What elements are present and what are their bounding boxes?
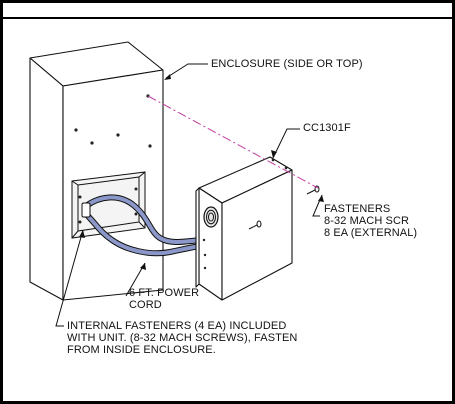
fasteners-label: FASTENERS 8-32 MACH SCR 8 EA (EXTERNAL)	[324, 203, 417, 239]
fasteners-label-line-2: 8-32 MACH SCR	[324, 215, 410, 227]
unit-knockout	[203, 206, 219, 228]
leader-arrowheads	[79, 74, 324, 270]
power-cord-label-line-2: CORD	[129, 299, 162, 311]
enclosure-label: ENCLOSURE (SIDE OR TOP)	[211, 58, 363, 70]
unit-flange-holes	[202, 158, 288, 270]
power-cord-label-line-1: 6 FT. POWER	[129, 287, 200, 299]
internal-fasteners-label-line-2: WITH UNIT. (8-32 MACH SCREWS), FASTEN	[67, 332, 298, 344]
power-cord-label: 6 FT. POWER CORD	[129, 287, 199, 311]
internal-fasteners-label-line-1: INTERNAL FASTENERS (4 EA) INCLUDED	[67, 320, 287, 332]
fasteners-label-line-3: 8 EA (EXTERNAL)	[324, 227, 418, 239]
alignment-centerline	[147, 95, 319, 189]
part-number-label: CC1301F	[303, 122, 351, 134]
internal-fasteners-label-line-3: FROM INSIDE ENCLOSURE.	[67, 344, 216, 356]
enclosure-wall	[29, 41, 164, 301]
power-cord	[83, 194, 203, 257]
internal-fasteners-label: INTERNAL FASTENERS (4 EA) INCLUDED WITH …	[67, 320, 297, 356]
cutout-screw-holes	[78, 187, 138, 224]
cord-plug-end	[81, 202, 91, 218]
external-fasteners	[248, 185, 320, 230]
cc1301f-unit	[195, 156, 293, 301]
fasteners-label-line-1: FASTENERS	[324, 203, 391, 215]
